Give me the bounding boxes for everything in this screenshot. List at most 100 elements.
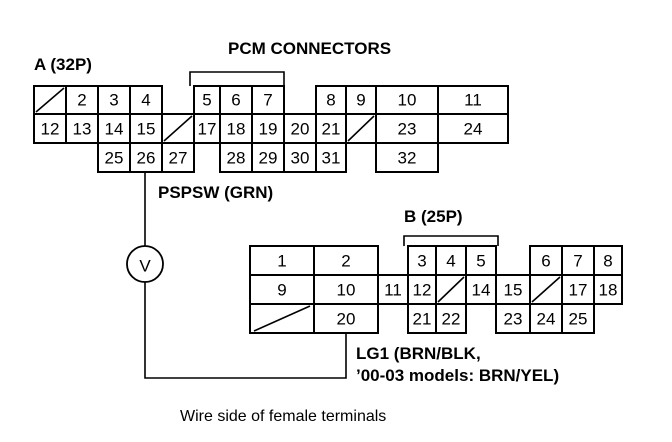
diagram-title: PCM CONNECTORS [228,39,391,58]
connector-b-pin-label: 3 [417,252,426,271]
connector-b-pin-label: 11 [384,281,402,300]
connector-b-pin-label: 15 [504,281,523,300]
probe-wire-pin-b20 [144,282,347,379]
connector-a-pin-label: 6 [231,91,240,110]
connector-b-pin-label: 7 [573,252,582,271]
connector-a-pin-label: 12 [41,120,60,139]
voltmeter-symbol: V [139,257,151,276]
connector-a-pin-label: 20 [291,120,310,139]
lg1-wire-label-line1: LG1 (BRN/BLK, [356,344,481,363]
connector-b-pin-cell [435,303,467,334]
connector-a-pin-label: 27 [169,149,188,168]
connector-a-blank-slash [35,87,65,113]
connector-b-pin-cell [249,274,315,305]
connector-b: 1 2 3 4 5 6 7 8 9 10 11 12 14 15 17 18 [249,245,623,334]
connector-b-pin-label: 25 [569,310,588,329]
connector-a-pin-label: 4 [141,91,150,110]
connector-b-pin-cell [561,245,595,276]
connector-a-label: A (32P) [34,55,92,74]
connector-a-blank-slash [163,115,193,142]
connector-a-pin-label: 18 [227,120,246,139]
connector-b-pin-label: 17 [569,281,588,300]
connector-a-pin-label: 8 [326,91,335,110]
connector-a-pin-label: 31 [322,149,341,168]
connector-a-pin-cell [375,142,439,173]
connector-b-pin-cell [561,274,595,305]
connector-a-pin-label: 5 [202,91,211,110]
connector-b-blank-slash [253,305,311,332]
connector-a-pin-cell [251,85,285,115]
connector-b-pin-label: 5 [476,252,485,271]
connector-b-pin-label: 12 [413,281,432,300]
connector-a-pin-cell [161,142,195,173]
connector-a: 2 3 4 5 6 7 8 9 10 11 12 13 14 15 17 18 … [33,85,509,173]
connector-a-pin-label: 14 [105,120,124,139]
connector-b-pin-label: 4 [446,252,455,271]
connector-b-pin-label: 24 [537,310,556,329]
connector-a-pin-label: 30 [291,149,310,168]
connector-a-pin-label: 19 [259,120,278,139]
connector-a-pin-label: 7 [263,91,272,110]
connector-a-pin-label: 32 [398,149,417,168]
connector-a-pin-label: 17 [198,120,217,139]
pspsw-wire-label: PSPSW (GRN) [158,183,273,202]
diagram-caption: Wire side of female terminals [180,408,386,425]
connector-a-pin-label: 29 [259,149,278,168]
connector-a-pin-label: 9 [356,91,365,110]
connector-a-pin-label: 13 [73,120,92,139]
connector-b-pin-label: 18 [599,281,618,300]
connector-a-pin-cell [315,142,347,173]
connector-b-pin-label: 22 [442,310,461,329]
connector-a-pin-label: 10 [398,91,417,110]
connector-b-label: B (25P) [404,207,463,226]
connector-b-pin-label: 23 [504,310,523,329]
connector-b-lock-tab [403,235,499,246]
lg1-wire-label-line2: ’00-03 models: BRN/YEL) [356,366,559,385]
connector-a-pin-label: 28 [227,149,246,168]
connector-a-pin-label: 2 [77,91,86,110]
connector-b-pin-label: 8 [603,252,612,271]
connector-b-blank-slash [437,276,465,303]
connector-b-pin-label: 6 [541,252,550,271]
connector-b-pin-cell [407,274,437,305]
connector-b-pin-cell [407,303,437,334]
connector-a-pin-label: 26 [137,149,156,168]
connector-b-pin-cell [313,245,379,276]
connector-a-pin-label: 11 [464,91,482,110]
connector-b-pin-cell [561,303,595,334]
connector-b-pin-label: 14 [472,281,491,300]
connector-a-blank-slash [347,115,375,142]
connector-a-pin-label: 25 [105,149,124,168]
connector-a-lock-tab [189,71,285,86]
voltmeter-icon: V [126,245,164,283]
connector-a-pin-cell [283,113,317,144]
connector-b-pin-cell [377,274,409,305]
connector-a-pin-label: 15 [137,120,156,139]
connector-b-pin-cell [593,245,623,276]
connector-a-pin-label: 24 [464,120,483,139]
connector-a-pin-cell [437,113,509,144]
connector-a-pin-label: 3 [109,91,118,110]
connector-a-pin-cell [97,113,131,144]
connector-a-pin-cell [97,142,131,173]
connector-a-pin-cell [375,113,439,144]
connector-b-pin-label: 21 [413,310,432,329]
connector-a-pin-cell [129,142,163,173]
connector-b-pin-label: 2 [341,252,350,271]
connector-a-pin-cell [129,113,163,144]
connector-b-pin-label: 20 [337,310,356,329]
connector-b-pin-label: 1 [277,252,286,271]
connector-a-pin-cell [437,85,509,115]
connector-b-pin-cell [593,274,623,305]
connector-a-pin-cell [251,142,285,173]
connector-a-pin-label: 21 [322,120,341,139]
connector-b-pin-label: 9 [277,281,286,300]
connector-b-pin-label: 10 [337,281,356,300]
connector-a-pin-cell [193,113,221,144]
connector-b-blank-slash [531,276,561,303]
connector-a-pin-cell [283,142,317,173]
connector-a-pin-label: 23 [398,120,417,139]
connector-b-pin-cell [313,303,379,334]
